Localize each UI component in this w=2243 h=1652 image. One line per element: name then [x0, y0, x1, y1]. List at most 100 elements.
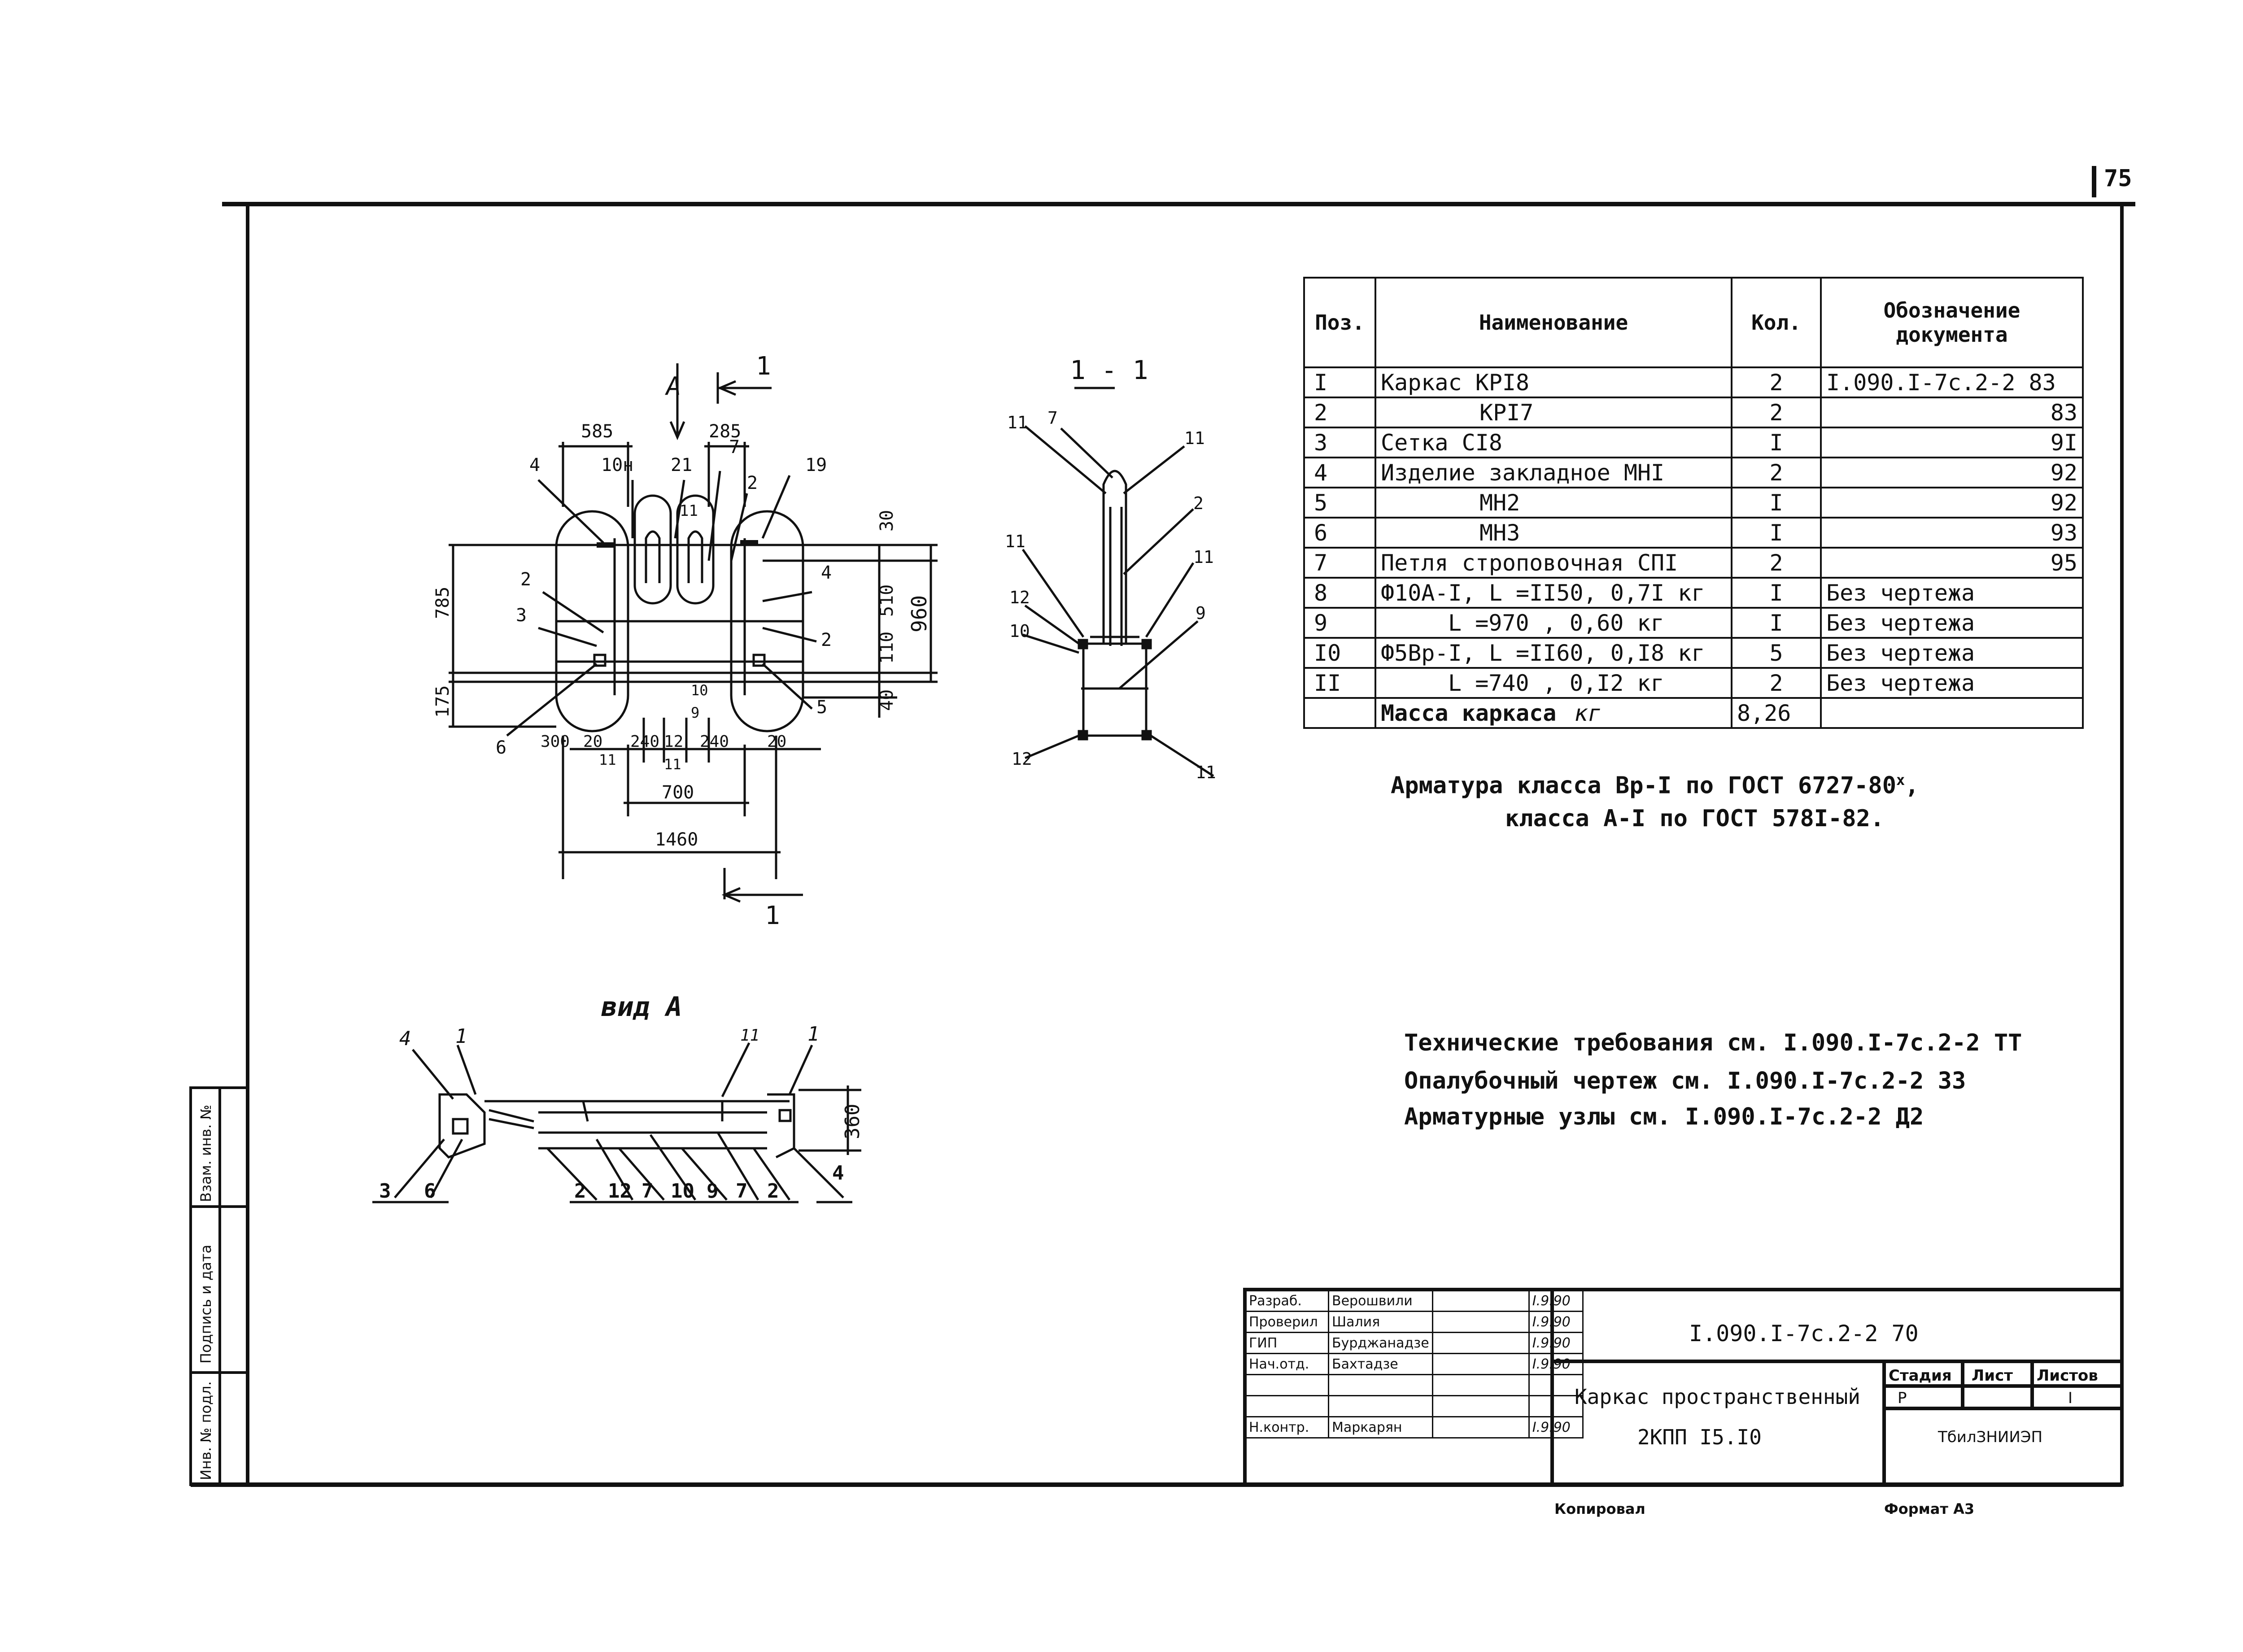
dim-1460: 1460 [655, 829, 698, 850]
sec-callout-12a: 12 [1009, 588, 1030, 607]
spec-header-name: Наименование [1375, 277, 1732, 368]
rebar-note-text: Арматура класса Вр-I по ГОСТ 6727-80 [1391, 772, 1897, 799]
dim-285: 285 [709, 421, 741, 442]
tb-stage-label: Стадия [1889, 1367, 1952, 1385]
tb-date [1528, 1395, 1584, 1417]
tb-date: I.9.90 [1528, 1332, 1584, 1354]
dim-20b: 20 [767, 732, 786, 751]
section-view-labels: 1 - 1 11 7 11 2 11 11 12 10 9 12 11 [1005, 355, 1216, 782]
tb-stage: Р [1898, 1389, 1907, 1407]
section-mark-bottom: 1 [765, 901, 780, 930]
sec-callout-2: 2 [1193, 493, 1204, 513]
spec-cell-pos: 5 [1303, 487, 1376, 519]
dim-700: 700 [662, 782, 694, 803]
tb-signature [1431, 1311, 1530, 1333]
spec-table: Поз. Наименование Кол. Обозначение докум… [1303, 277, 2084, 729]
spec-cell-doc: 95 [1820, 547, 2084, 579]
tb-role: ГИП [1245, 1332, 1329, 1354]
view-a-callout-3: 3 [379, 1180, 391, 1203]
view-a-callout-12: 12 [608, 1180, 632, 1203]
tb-org: ТбилЗНИИЭП [1938, 1428, 2042, 1446]
plan-callout-2b: 2 [747, 473, 758, 493]
spec-cell-pos: 6 [1303, 517, 1376, 549]
spec-cell-name: L =740 , 0,I2 кг [1375, 667, 1732, 699]
rebar-note-sup: х [1896, 772, 1905, 789]
spec-header-doc: Обозначение документа [1820, 277, 2084, 368]
spec-cell-name: Изделие закладное МНI [1375, 457, 1732, 488]
spec-cell-qty: I [1731, 487, 1822, 519]
spec-cell-doc: Без чертежа [1820, 637, 2084, 669]
format-label: Формат А3 [1884, 1500, 1974, 1517]
spec-cell-qty: I [1731, 607, 1822, 639]
view-a-callout-11: 11 [740, 1026, 759, 1045]
sec-callout-7: 7 [1047, 408, 1058, 428]
spec-cell-pos: I [1303, 366, 1376, 398]
section-mark-top: 1 [756, 352, 771, 381]
tb-sheet-label: Лист [1972, 1367, 2013, 1385]
tb-role-row [1245, 1395, 1584, 1417]
spec-cell-qty: I [1731, 517, 1822, 549]
spec-cell-name: МН2 [1375, 487, 1732, 519]
plan-callout-10n: 10н [601, 455, 633, 475]
spec-mass-value: 8,26 [1731, 697, 1822, 729]
dim-510: 510 [877, 584, 897, 617]
view-a-callout-1: 1 [455, 1025, 467, 1048]
tb-role-row [1245, 1374, 1584, 1396]
tb-date: I.9.90 [1528, 1290, 1584, 1312]
stamp-sign-label: Подпись и дата [197, 1245, 214, 1364]
sec-callout-12b: 12 [1012, 749, 1032, 769]
rebar-note-line2: класса А-I по ГОСТ 578I-82. [1505, 805, 1885, 832]
spec-cell-pos: 7 [1303, 547, 1376, 579]
dim-10: 10 [691, 682, 708, 699]
spec-cell-name: Каркас КРI8 [1375, 366, 1732, 398]
page-number: 75 [2104, 165, 2132, 192]
view-a-dim-360: 360 [841, 1104, 864, 1139]
tb-role: Разраб. [1245, 1290, 1329, 1312]
tb-signature [1431, 1416, 1530, 1438]
spec-cell-doc: 92 [1820, 487, 2084, 519]
tb-date [1528, 1374, 1584, 1396]
spec-mass-unit: кг [1574, 700, 1602, 726]
section-view [1021, 387, 1214, 777]
spec-cell-name: Петля строповочная СПI [1375, 547, 1732, 579]
view-a-callout-6: 6 [424, 1180, 436, 1203]
dim-30: 30 [877, 510, 897, 532]
plan-callout-7: 7 [729, 437, 740, 458]
tb-date: I.9.90 [1528, 1353, 1584, 1375]
tech-note-1: Технические требования см. I.090.I-7с.2-… [1404, 1029, 2022, 1056]
view-a [372, 1042, 861, 1203]
plan-callout-5: 5 [816, 697, 827, 718]
sec-callout-11e: 11 [1196, 763, 1216, 782]
spec-cell-pos: 4 [1303, 457, 1376, 488]
view-a-callout-2: 2 [574, 1180, 586, 1203]
tb-name: Маркарян [1328, 1416, 1433, 1438]
tb-sheets-label: Листов [2037, 1367, 2098, 1385]
plan-callout-11: 11 [680, 502, 698, 520]
tb-name: Бурджанадзе [1328, 1332, 1433, 1354]
tb-signature [1431, 1353, 1530, 1375]
view-a-labels: вид А 360 4 1 11 1 3 6 2 12 7 10 9 7 2 4 [379, 991, 864, 1203]
spec-cell-doc: 83 [1820, 397, 2084, 428]
spec-mass-empty [1303, 697, 1376, 729]
spec-cell-qty: 2 [1731, 667, 1822, 699]
spec-cell-doc: Без чертежа [1820, 667, 2084, 699]
spec-cell-name: Сетка СI8 [1375, 427, 1732, 458]
tech-note-2: Опалубочный чертеж см. I.090.I-7с.2-2 ЗЗ [1404, 1068, 1966, 1094]
dim-11b: 11 [664, 756, 681, 773]
dim-300: 300 [541, 732, 570, 751]
